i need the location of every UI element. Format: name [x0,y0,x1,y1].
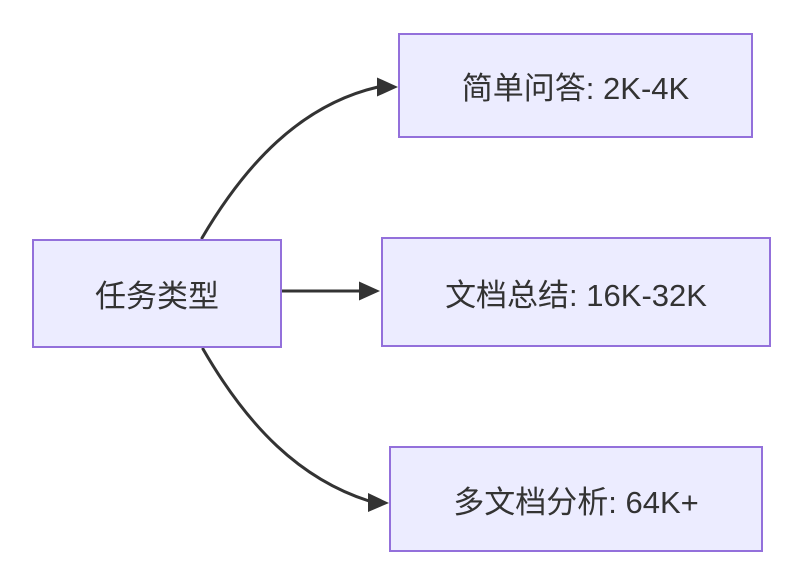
node-task-type-label: 任务类型 [95,279,219,314]
edge-task-type-to-multi-doc [201,347,389,512]
edge-task-type-to-simple-qa [200,77,398,240]
arrowhead-middle-icon [359,281,380,301]
arrowhead-bottom-icon [368,493,389,512]
node-doc-summary: 文档总结: 16K-32K [381,237,771,347]
node-multi-doc: 多文档分析: 64K+ [389,446,763,552]
node-doc-summary-label: 文档总结: 16K-32K [445,277,707,313]
node-simple-qa: 简单问答: 2K-4K [398,33,753,138]
edge-task-type-to-doc-summary [280,281,380,301]
node-multi-doc-label: 多文档分析: 64K+ [453,484,699,520]
edge-curve-bottom [201,347,371,503]
node-task-type: 任务类型 [32,239,282,348]
edge-curve-top [200,85,380,240]
arrowhead-top-icon [377,77,398,97]
node-simple-qa-label: 简单问答: 2K-4K [461,71,690,106]
